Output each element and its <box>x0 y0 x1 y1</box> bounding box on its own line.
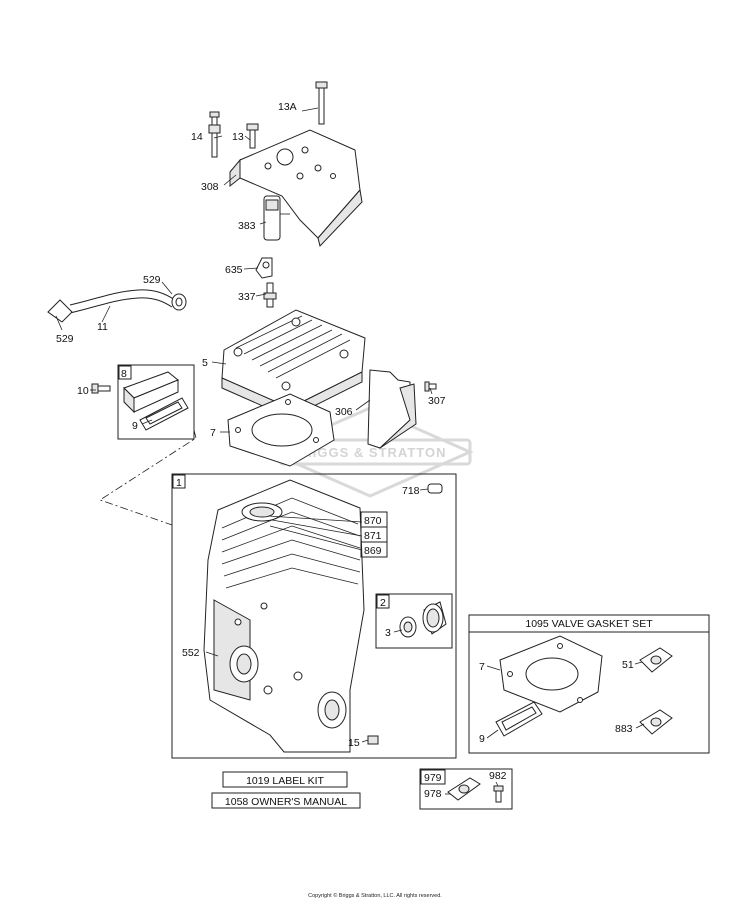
breather-cover-8 <box>123 371 189 431</box>
callout-11[interactable]: 11 <box>97 321 108 333</box>
kit-intake-gasket-51 <box>639 647 673 673</box>
callout-box-1[interactable]: 1 <box>176 477 182 489</box>
valve-gasket-kit-frame <box>468 614 710 754</box>
callout-10[interactable]: 10 <box>77 385 89 397</box>
owners-manual-box <box>211 792 361 809</box>
head-gasket-7 <box>227 393 335 467</box>
screw-307 <box>424 381 437 392</box>
callout-383[interactable]: 383 <box>238 220 256 232</box>
callout-box-869[interactable]: 869 <box>364 545 382 557</box>
callout-337[interactable]: 337 <box>238 291 256 303</box>
callout-5[interactable]: 5 <box>202 357 208 369</box>
callout-box-870[interactable]: 870 <box>364 515 382 527</box>
bolt-13a <box>315 81 328 125</box>
kit-head-gasket <box>499 635 603 713</box>
connector-line <box>99 429 197 526</box>
bearing-2 <box>422 601 447 635</box>
owners-manual-link[interactable]: 1058 OWNER'S MANUAL <box>225 796 347 808</box>
callout-13a[interactable]: 13A <box>278 101 297 113</box>
callout-635[interactable]: 635 <box>225 264 243 276</box>
callout-306[interactable]: 306 <box>335 406 353 418</box>
kit-callout-7[interactable]: 7 <box>479 661 485 673</box>
blower-housing-308 <box>229 129 363 248</box>
stud-14 <box>208 111 221 158</box>
ignition-coil-383 <box>263 195 290 241</box>
screw-982 <box>493 785 504 803</box>
callout-7[interactable]: 7 <box>210 427 216 439</box>
gasket-978 <box>447 777 481 801</box>
box-8-frame <box>117 364 195 440</box>
callout-box-8[interactable]: 8 <box>121 368 127 380</box>
seal-3 <box>399 616 417 638</box>
callout-box-979[interactable]: 979 <box>424 772 442 784</box>
callout-529-bottom[interactable]: 529 <box>56 333 74 345</box>
kit-callout-883[interactable]: 883 <box>615 723 633 735</box>
kit-callout-51[interactable]: 51 <box>622 659 634 671</box>
callout-718[interactable]: 718 <box>402 485 420 497</box>
callout-529-top[interactable]: 529 <box>143 274 161 286</box>
callout-box-2[interactable]: 2 <box>380 597 386 609</box>
callout-982[interactable]: 982 <box>489 770 507 782</box>
callout-13[interactable]: 13 <box>232 131 244 143</box>
box-2-frame <box>375 593 453 649</box>
spark-plug-337 <box>263 282 277 308</box>
spark-plug-boot-635 <box>255 257 273 279</box>
plug-15 <box>367 735 379 745</box>
kit-exhaust-gasket-883 <box>639 709 673 735</box>
callout-3[interactable]: 3 <box>385 627 391 639</box>
screw-10 <box>91 383 111 394</box>
cylinder-head-5 <box>221 309 366 419</box>
bolt-13 <box>246 123 259 149</box>
callout-box-871[interactable]: 871 <box>364 530 382 542</box>
pin-718 <box>427 483 443 494</box>
kit-callout-9[interactable]: 9 <box>479 733 485 745</box>
callout-15[interactable]: 15 <box>348 737 360 749</box>
callout-978[interactable]: 978 <box>424 788 442 800</box>
box-979-frame <box>419 768 513 810</box>
callout-552[interactable]: 552 <box>182 647 200 659</box>
label-kit-box <box>222 771 348 788</box>
callout-307[interactable]: 307 <box>428 395 446 407</box>
breather-tube-11 <box>47 289 187 323</box>
cylinder-block-1 <box>203 479 365 753</box>
copyright-text: Copyright © Briggs & Stratton, LLC. All … <box>308 892 442 899</box>
valve-gasket-kit-title[interactable]: 1095 VALVE GASKET SET <box>525 618 653 630</box>
callout-14[interactable]: 14 <box>191 131 203 143</box>
kit-breather-gasket-9 <box>495 701 543 737</box>
callout-308[interactable]: 308 <box>201 181 219 193</box>
heat-shield-306 <box>367 369 417 449</box>
box-1-frame <box>171 473 457 759</box>
label-kit-link[interactable]: 1019 LABEL KIT <box>246 775 324 787</box>
watermark-text: BRIGGS & STRATTON <box>292 445 446 460</box>
callout-9[interactable]: 9 <box>132 420 138 432</box>
